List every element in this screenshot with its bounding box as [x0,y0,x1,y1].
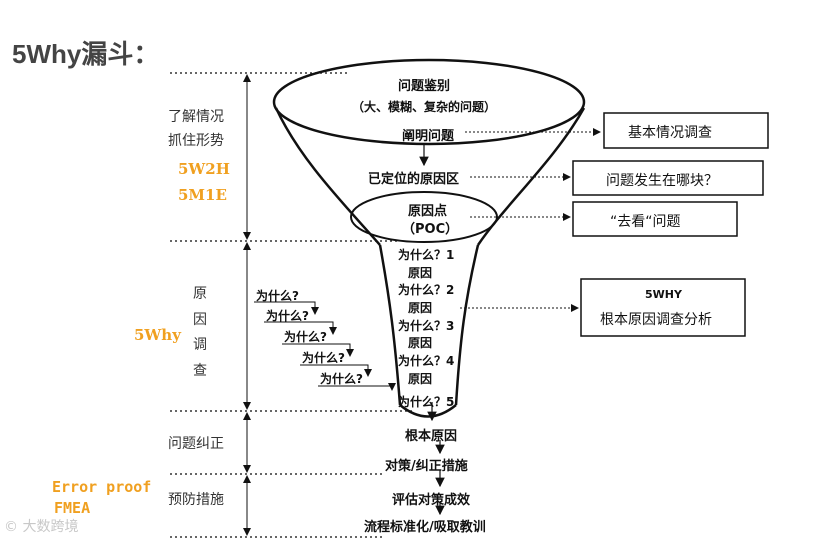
label-understand-2: 抓住形势 [168,133,224,149]
funnel-top-ellipse [272,58,586,146]
cause-step-3: 原因 [408,336,433,350]
watermark: © 大数跨境 [4,519,79,535]
step-standardize: 流程标准化/吸取教训 [364,520,486,535]
stair-why-5: 为什么? [320,372,363,386]
funnel-top-title: 问题鉴别 [398,79,451,94]
why-step-4: 为什么？4 [398,354,455,368]
why-step-3: 为什么？3 [398,319,455,333]
why-step-5: 为什么？5 [398,395,455,409]
label-analysis-char-2: 因 [193,312,207,328]
why-step-1: 为什么？1 [398,248,455,262]
label-5w2h: 5W2H [178,160,230,178]
label-analysis-char-3: 调 [193,337,207,353]
label-correction: 问题纠正 [168,436,224,452]
step-evaluate: 评估对策成效 [392,493,471,508]
why-step-2: 为什么？2 [398,283,455,297]
funnel-left-wall [274,107,381,246]
label-error-proof: Error proof [52,478,152,496]
funnel-left-neck [378,244,402,406]
label-fmea: FMEA [54,499,91,517]
box-basic-text: 基本情况调查 [628,125,712,141]
box-go-see [572,201,738,237]
funnel-poc-abbr: （POC） [402,222,459,237]
funnel-poc-label: 原因点 [408,204,448,219]
stair-arrow-4 [300,364,372,377]
stair-why-3: 为什么? [284,330,327,344]
step-countermeasure: 对策/纠正措施 [385,459,468,474]
stair-why-2: 为什么? [266,309,309,323]
stair-arrow-2 [264,321,337,335]
inner-flow-arrows [419,145,445,516]
label-understand-1: 了解情况 [168,109,224,125]
stair-why-1: 为什么? [256,289,299,303]
funnel-right-wall [476,107,586,246]
stair-arrow-5 [318,383,396,391]
box-go-see-text: “去看“问题 [610,214,681,230]
step-root-cause: 根本原因 [405,429,458,444]
box-basic [603,112,769,149]
label-analysis-char-1: 原 [193,286,207,302]
cause-step-4: 原因 [408,372,433,386]
box-5why-text: 根本原因调查分析 [600,312,712,328]
funnel-to-box-arrows [460,128,601,312]
funnel-right-neck [454,244,480,406]
funnel-located-area: 已定位的原因区 [368,172,460,187]
staircase-arrows [254,301,396,391]
label-prevention: 预防措施 [168,492,224,508]
funnel-clarify: 阐明问题 [402,129,455,144]
label-5m1e: 5M1E [178,186,227,204]
label-5why: 5Why [134,326,181,344]
cause-step-1: 原因 [408,266,433,280]
cause-step-2: 原因 [408,301,433,315]
label-analysis-char-4: 查 [193,363,207,379]
funnel-top-subtitle: （大、模糊、复杂的问题） [352,100,497,114]
stair-arrow-3 [282,343,354,357]
info-boxes [572,112,769,337]
stair-why-4: 为什么? [302,351,345,365]
box-where-text: 问题发生在哪块？ [606,173,718,189]
page-title: 5Why漏斗： [12,39,160,69]
stair-arrow-1 [254,301,319,315]
poc-ellipse [350,191,498,243]
box-5why [580,278,746,337]
box-where [572,160,764,196]
box-5why-title: 5WHY [645,288,682,301]
